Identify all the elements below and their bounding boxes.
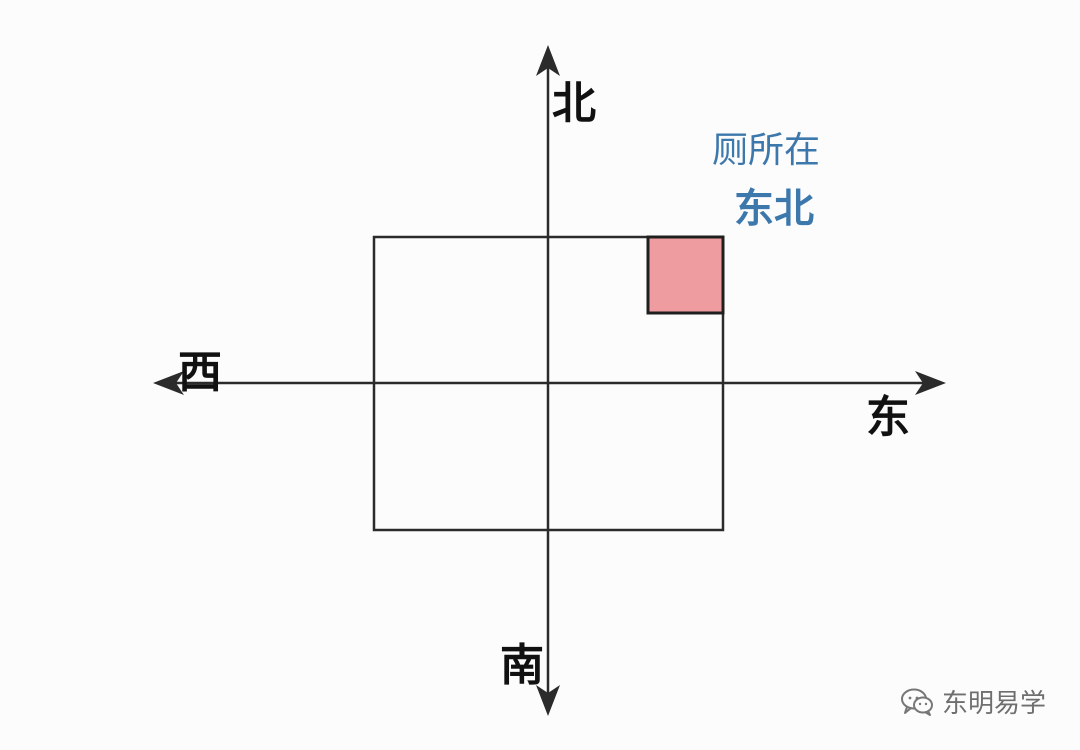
south-arrowhead	[536, 685, 560, 716]
northeast-room	[646, 235, 725, 315]
watermark-text: 东明易学	[941, 689, 1046, 719]
north-label: 北	[552, 78, 596, 129]
annotation-line-1: 厕所在	[712, 130, 820, 171]
watermark: 东明易学	[900, 683, 1046, 720]
south-label: 南	[500, 640, 544, 691]
annotation-line-2: 东北	[734, 186, 814, 232]
east-arrowhead	[915, 371, 946, 395]
east-label: 东	[866, 392, 910, 443]
west-label: 西	[178, 347, 222, 398]
west-arrowhead	[153, 371, 184, 395]
wechat-icon	[900, 687, 934, 717]
north-arrowhead	[536, 45, 560, 76]
